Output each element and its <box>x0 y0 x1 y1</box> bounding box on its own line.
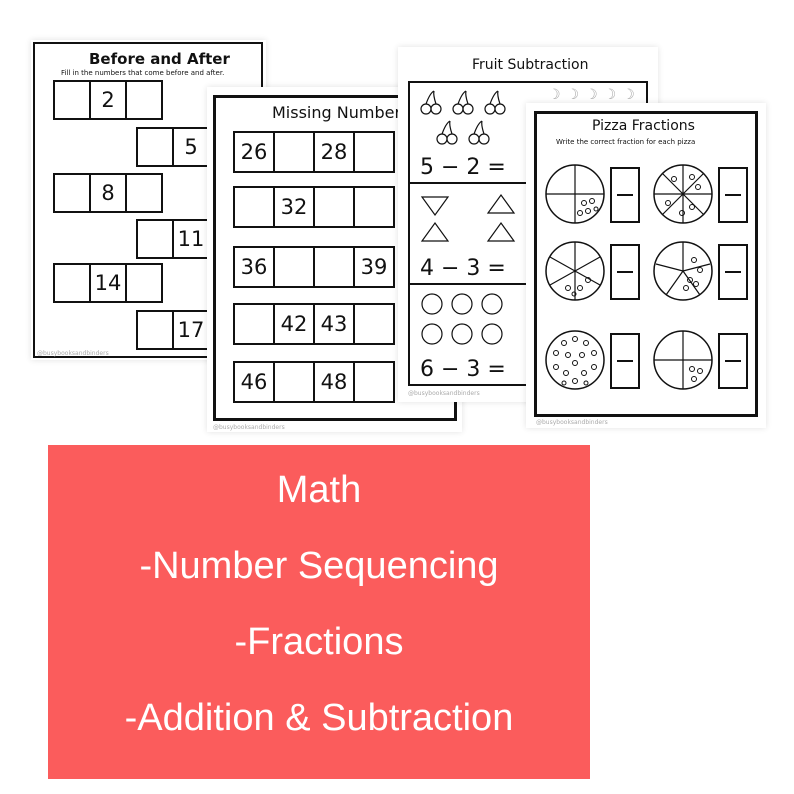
answer-box[interactable] <box>53 173 91 213</box>
pizza-fractions-frame <box>534 111 758 417</box>
answer-box[interactable] <box>53 80 91 120</box>
subject-banner: Math -Number Sequencing -Fractions -Addi… <box>48 445 590 779</box>
pizza-icon <box>545 241 605 301</box>
pizza-icon <box>653 241 713 301</box>
fraction-answer-box[interactable] <box>610 167 640 223</box>
number-cell[interactable] <box>313 186 355 228</box>
subtraction-problem: 5 − 2 = <box>420 155 506 180</box>
fruit-subtraction-watermark: @busybooksandbinders <box>408 390 480 397</box>
number-cell: 42 <box>273 303 315 345</box>
number-cell: 39 <box>353 246 395 288</box>
missing-numbers-title: Missing Number <box>272 103 402 122</box>
answer-box[interactable] <box>136 310 174 350</box>
pizza-icon <box>653 330 713 390</box>
number-cell: 28 <box>313 131 355 173</box>
before-after-instructions: Fill in the numbers that come before and… <box>61 69 225 77</box>
number-cell[interactable] <box>233 303 275 345</box>
answer-box[interactable] <box>136 219 174 259</box>
number-cell[interactable] <box>353 303 395 345</box>
pizza-icon <box>653 164 713 224</box>
answer-box[interactable] <box>53 263 91 303</box>
fraction-answer-box[interactable] <box>718 167 748 223</box>
pizza-fractions-title: Pizza Fractions <box>592 118 695 134</box>
number-cell: 46 <box>233 361 275 403</box>
number-cell[interactable] <box>353 131 395 173</box>
answer-box[interactable] <box>136 127 174 167</box>
pizza-icon <box>545 330 605 390</box>
orange-icon <box>421 293 503 345</box>
number-cell[interactable] <box>273 246 315 288</box>
given-number-box: 5 <box>172 127 210 167</box>
fruit-subtraction-title: Fruit Subtraction <box>472 57 589 73</box>
number-cell: 36 <box>233 246 275 288</box>
watermelon-icon <box>420 193 516 242</box>
pizza-fractions-watermark: @busybooksandbinders <box>536 419 608 426</box>
fraction-answer-box[interactable] <box>610 333 640 389</box>
pizza-fractions-instructions: Write the correct fraction for each pizz… <box>556 138 696 146</box>
banner-topic: -Number Sequencing <box>139 545 499 587</box>
given-number-box: 11 <box>172 219 210 259</box>
number-cell: 43 <box>313 303 355 345</box>
answer-box[interactable] <box>125 263 163 303</box>
pizza-fractions-worksheet: Pizza Fractions Write the correct fracti… <box>526 103 766 428</box>
given-number-box: 17 <box>172 310 210 350</box>
answer-box[interactable] <box>125 173 163 213</box>
number-cell[interactable] <box>273 131 315 173</box>
number-cell[interactable] <box>353 361 395 403</box>
given-number-box: 8 <box>89 173 127 213</box>
given-number-box: 14 <box>89 263 127 303</box>
given-number-box: 2 <box>89 80 127 120</box>
banner-heading: Math <box>276 469 362 511</box>
number-cell: 48 <box>313 361 355 403</box>
number-cell[interactable] <box>313 246 355 288</box>
number-cell: 32 <box>273 186 315 228</box>
number-cell[interactable] <box>353 186 395 228</box>
answer-box[interactable] <box>125 80 163 120</box>
subtraction-problem: 4 − 3 = <box>420 256 506 281</box>
before-after-watermark: @busybooksandbinders <box>37 350 109 357</box>
fraction-answer-box[interactable] <box>718 333 748 389</box>
pizza-icon <box>545 164 605 224</box>
cherries-icon <box>420 90 506 145</box>
fraction-answer-box[interactable] <box>718 244 748 300</box>
number-cell[interactable] <box>233 186 275 228</box>
number-cell[interactable] <box>273 361 315 403</box>
bananas-icon: ☽☽☽☽☽ <box>548 87 641 103</box>
missing-numbers-watermark: @busybooksandbinders <box>213 424 285 431</box>
fraction-answer-box[interactable] <box>610 244 640 300</box>
banner-topic: -Fractions <box>234 621 404 663</box>
before-after-title: Before and After <box>89 50 230 68</box>
subtraction-problem: 6 − 3 = <box>420 357 506 382</box>
number-cell: 26 <box>233 131 275 173</box>
banner-topic: -Addition & Subtraction <box>124 697 514 739</box>
